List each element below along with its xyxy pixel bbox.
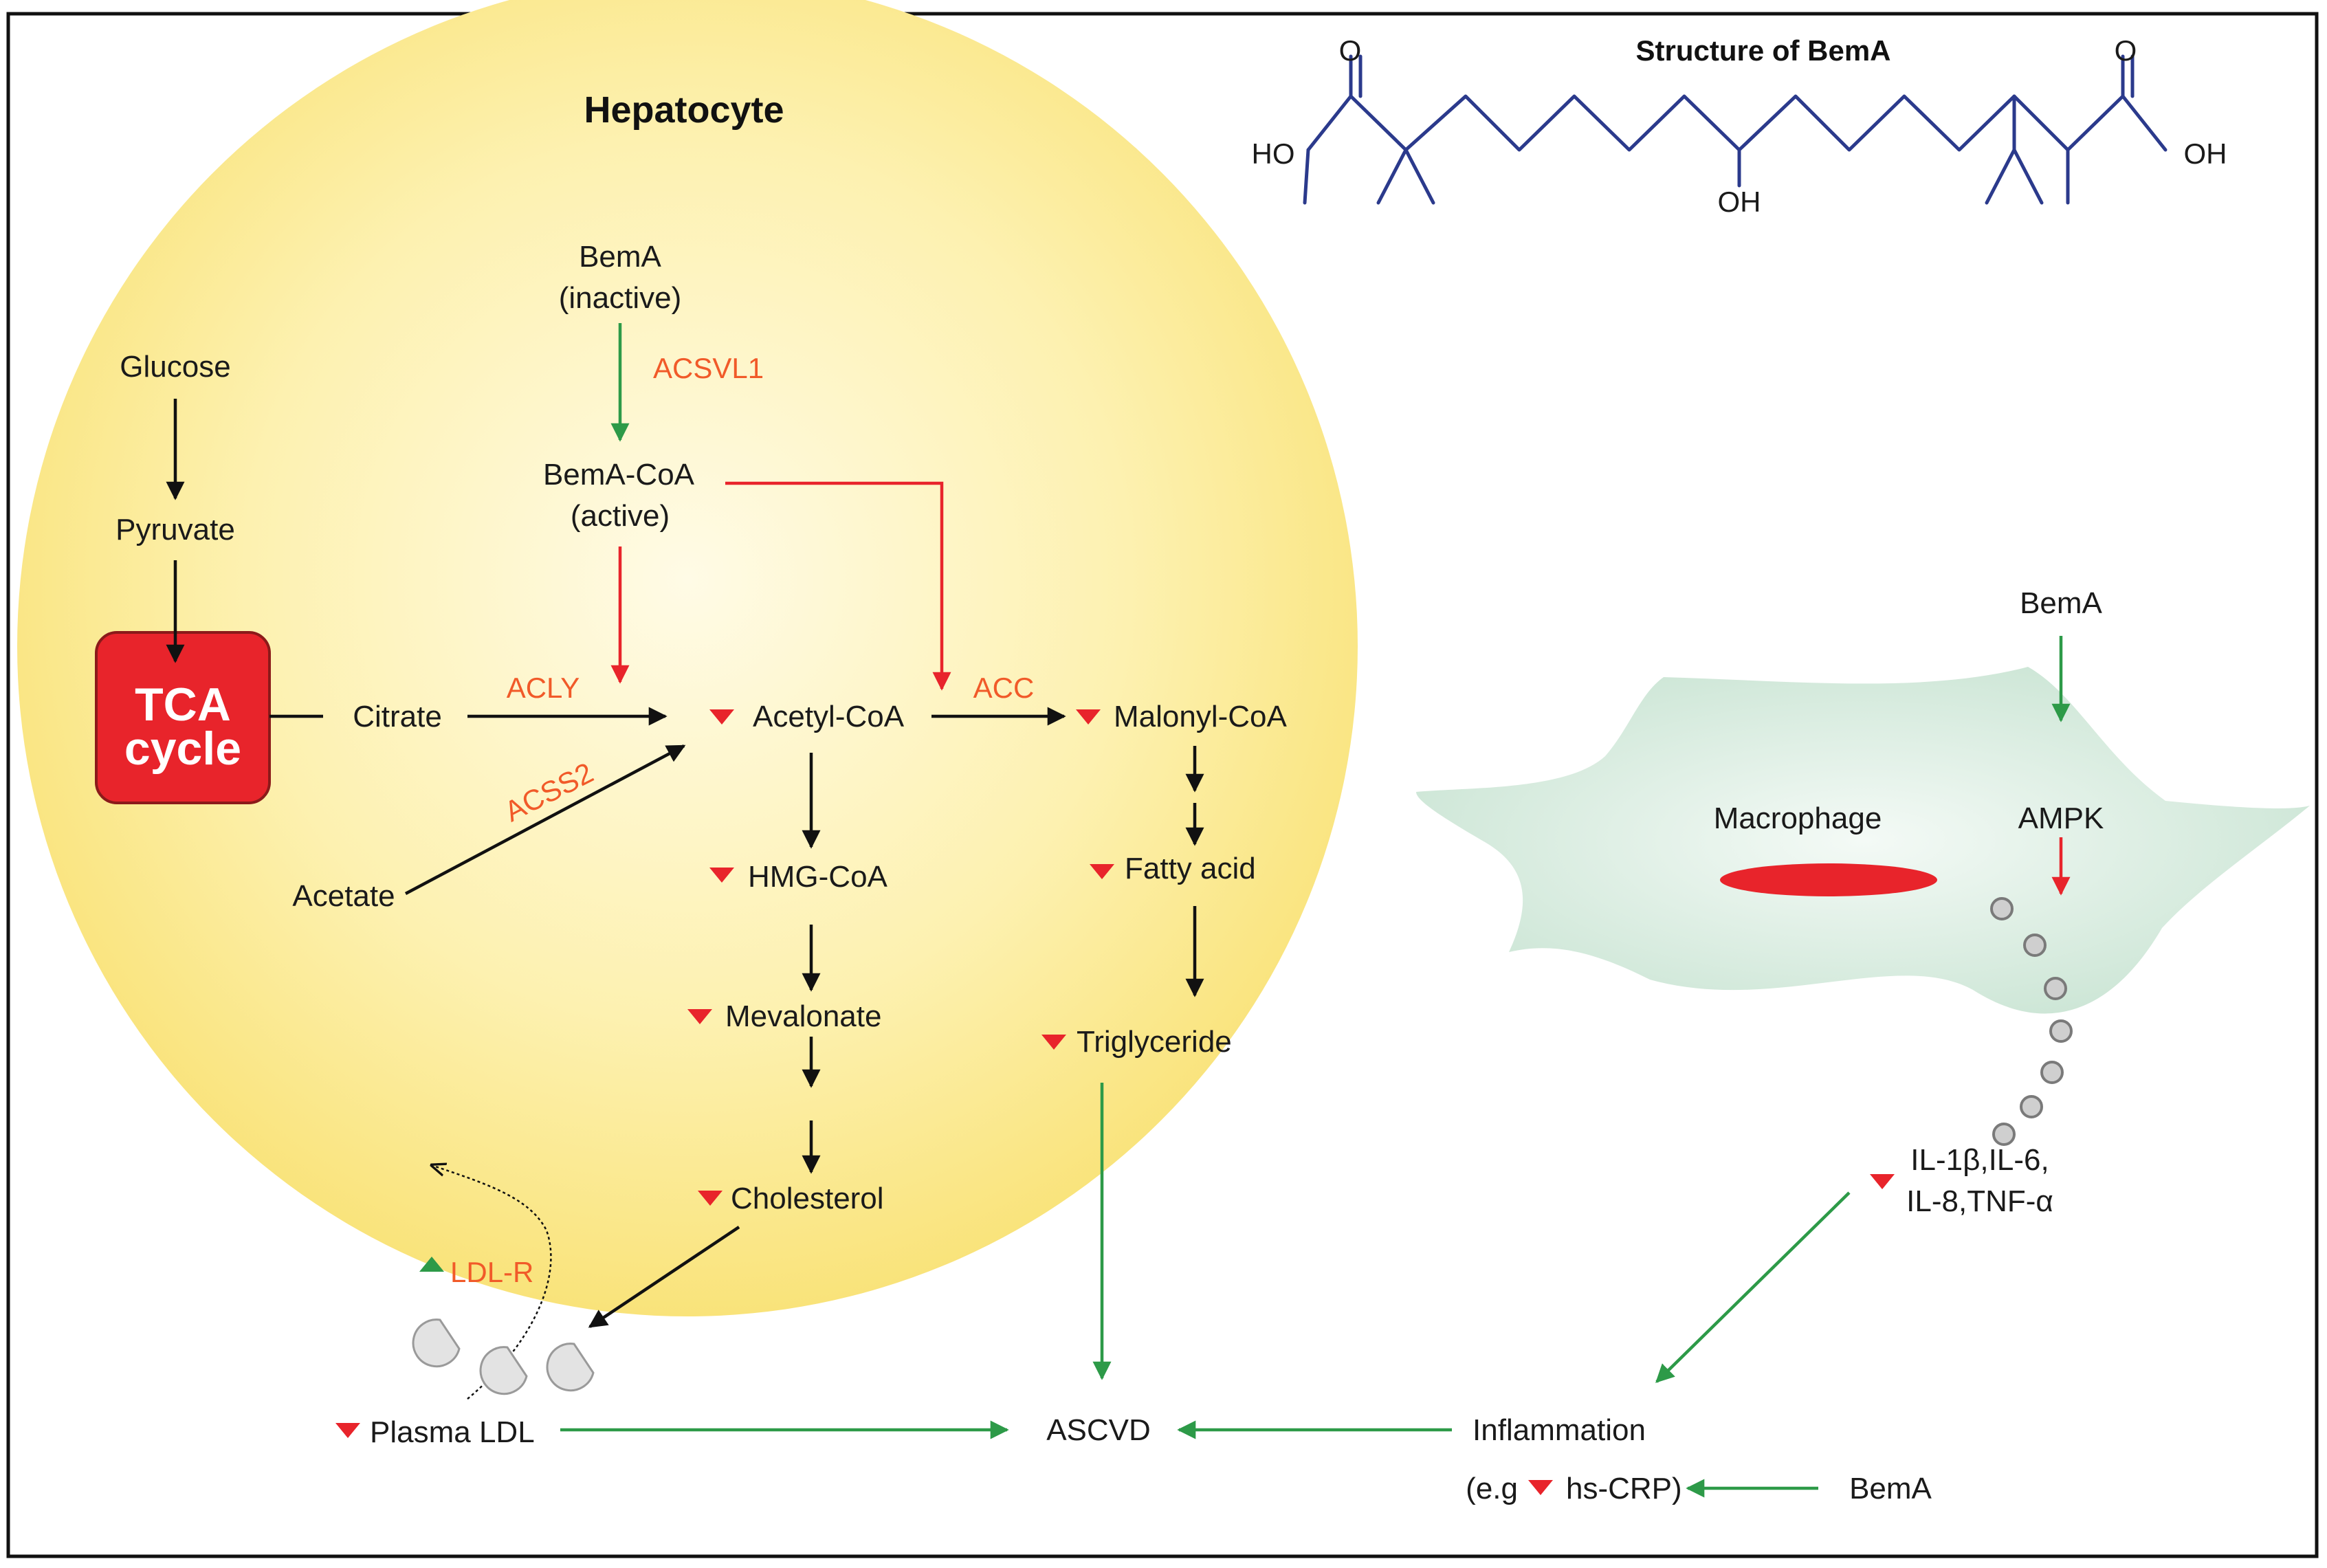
arrow-cytokines-inflammation — [1655, 1191, 1851, 1383]
hscrp-label: hs-CRP) — [1566, 1472, 1682, 1505]
decrease-icon-cholesterol — [698, 1191, 723, 1206]
structure-title: Structure of BemA — [1635, 34, 1890, 67]
mevalonate-label: Mevalonate — [725, 1000, 881, 1033]
macrophage-label: Macrophage — [1714, 802, 1882, 835]
cholesterol-label: Cholesterol — [731, 1182, 884, 1215]
ldl-uptake-curve — [432, 1165, 552, 1400]
tca-label-1: TCA — [135, 678, 231, 731]
bemacoa-sub: (active) — [571, 499, 670, 533]
decrease-icon-malonylcoa — [1076, 709, 1101, 725]
chem-o-left: O — [1339, 34, 1362, 67]
enzyme-acsvl1: ACSVL1 — [653, 352, 764, 384]
enzyme-acc: ACC — [973, 672, 1035, 704]
ampk-label: AMPK — [2018, 802, 2104, 835]
decrease-icon-hmgcoa — [709, 868, 734, 883]
hmgcoa-label: HMG-CoA — [748, 860, 888, 894]
chem-ho-left: HO — [1252, 137, 1295, 170]
chem-oh-mid: OH — [1718, 186, 1761, 218]
acetate-label: Acetate — [292, 879, 395, 913]
ldl-receptors — [412, 1318, 595, 1395]
cytokines-label-1: IL-1β,IL-6, — [1910, 1143, 2049, 1177]
chem-o-right: O — [2115, 34, 2137, 67]
cytokines-label-2: IL-8,TNF-α — [1906, 1184, 2053, 1218]
citrate-label: Citrate — [353, 700, 442, 733]
arrow-cholesterol-ldlr — [588, 1226, 740, 1328]
figure-border — [6, 12, 2319, 1558]
ldl-receptor-2 — [479, 1346, 528, 1395]
inflammation-label: Inflammation — [1473, 1413, 1646, 1447]
arrow-bemacoa-acc — [725, 481, 951, 691]
bema-bottom-label: BemA — [1849, 1472, 1932, 1505]
bemacoa-label: BemA-CoA — [543, 458, 695, 492]
decrease-icon-triglyceride — [1041, 1035, 1066, 1050]
enzyme-acly: ACLY — [507, 672, 580, 704]
decrease-icon-cytokines — [1870, 1174, 1895, 1189]
decrease-icon-acetylcoa — [709, 709, 734, 725]
bema-inactive-sub: (inactive) — [559, 281, 682, 315]
hepatocyte-cell — [17, 0, 1358, 1316]
decrease-icon-plasmaldl — [335, 1423, 360, 1438]
ldl-receptor-1 — [412, 1318, 461, 1368]
bema-macrophage-label: BemA — [2020, 586, 2102, 620]
glucose-label: Glucose — [120, 350, 230, 384]
arrow-acetate-acetylcoa — [404, 744, 686, 895]
bema-molecule — [1303, 54, 2168, 205]
hepatocyte-title: Hepatocyte — [584, 89, 784, 131]
ascvd-label: ASCVD — [1046, 1413, 1151, 1447]
tca-label-2: cycle — [124, 722, 241, 775]
cytokine-vesicles — [1990, 897, 2073, 1146]
decrease-indicators — [335, 709, 1895, 1495]
macrophage-nucleus — [1720, 863, 1937, 896]
malonylcoa-label: Malonyl-CoA — [1114, 700, 1288, 733]
acetylcoa-label: Acetyl-CoA — [753, 700, 905, 733]
triglyceride-label: Triglyceride — [1077, 1025, 1232, 1059]
ldl-receptor-3 — [546, 1343, 595, 1392]
plasmaldl-label: Plasma LDL — [370, 1415, 535, 1449]
decrease-icon-mevalonate — [687, 1009, 712, 1024]
decrease-icon-hscrp — [1528, 1480, 1553, 1495]
chem-oh-right: OH — [2184, 137, 2227, 170]
fattyacid-label: Fatty acid — [1125, 852, 1256, 885]
bema-inactive-label: BemA — [579, 240, 661, 274]
macrophage-cell — [1416, 667, 2310, 1014]
increase-icon-ldlr — [419, 1257, 444, 1272]
pyruvate-label: Pyruvate — [115, 513, 235, 546]
ldlr-label: LDL-R — [450, 1256, 533, 1288]
eg-label: (e.g — [1466, 1472, 1518, 1505]
decrease-icon-fattyacid — [1090, 864, 1114, 879]
